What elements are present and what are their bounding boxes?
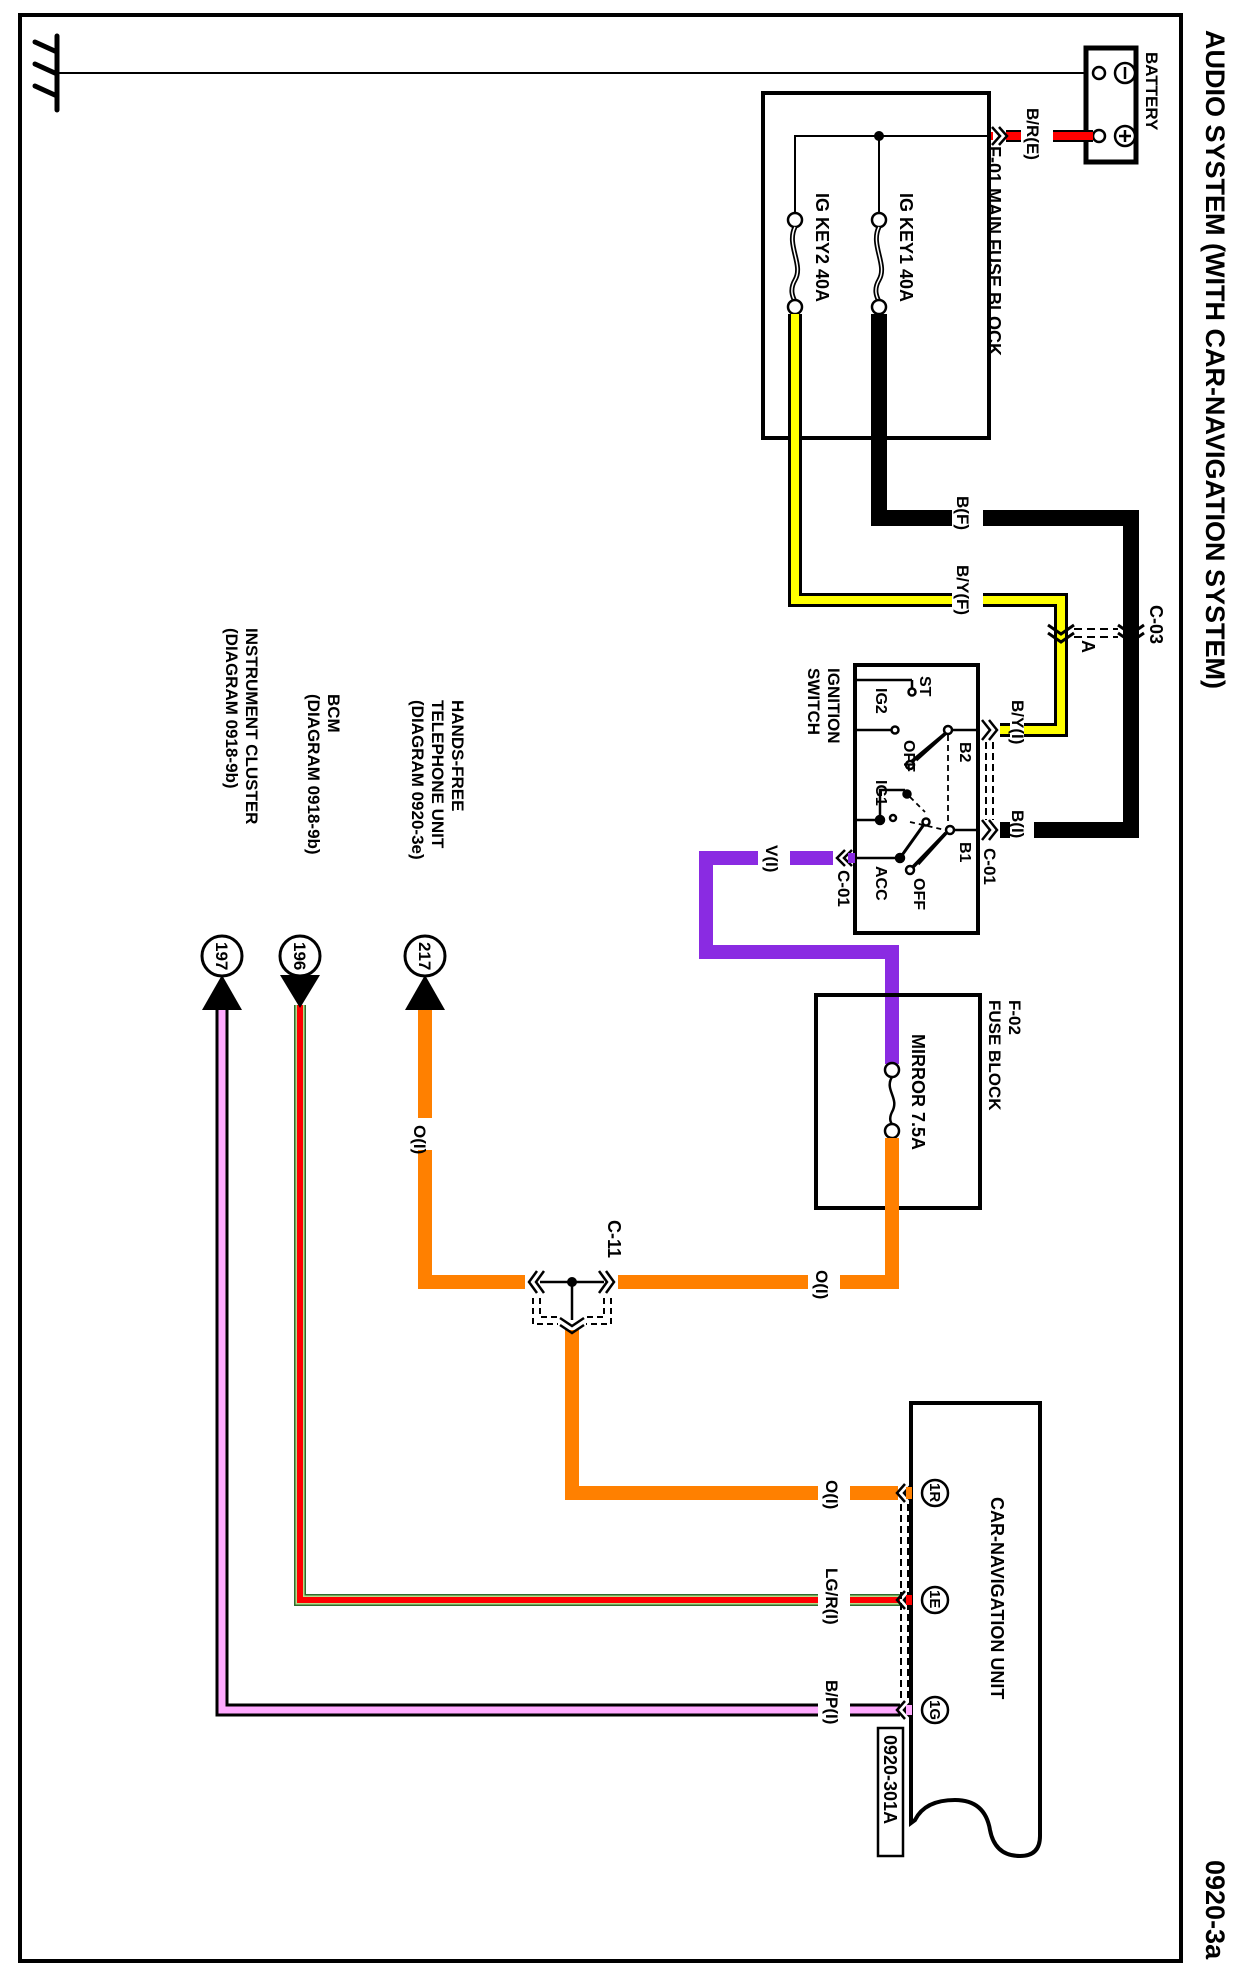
fuse-icon <box>883 1061 901 1140</box>
pin-1e: 1E <box>920 1585 950 1615</box>
pin-1r: 1R <box>920 1478 950 1508</box>
bcm-label-2: (DIAGRAM 0918-9b) <box>304 694 323 855</box>
instrument-cluster-label-2: (DIAGRAM 0918-9b) <box>222 628 241 789</box>
svg-text:217: 217 <box>415 942 434 970</box>
fuse-ig-key1-label: IG KEY1 40A <box>896 193 916 302</box>
connector-c01-bottom-label: C-01 <box>834 870 853 907</box>
figure-code: 0920-301A <box>880 1735 900 1824</box>
battery-negative-icon <box>1113 61 1137 85</box>
fuse-icon <box>870 211 888 316</box>
hands-free-label-3: (DIAGRAM 0920-3e) <box>408 700 427 860</box>
hands-free-label-2: TELEPHONE UNIT <box>428 700 447 849</box>
fuse-ig-key2-label: IG KEY2 40A <box>812 193 832 302</box>
wire-label-bp-i: B/P(I) <box>822 1680 841 1724</box>
battery-positive-icon <box>1113 124 1137 148</box>
figure-code-box <box>876 1726 905 1858</box>
ground-icon <box>32 33 60 113</box>
connector-chevron-icon <box>981 719 999 741</box>
wire-v-i-b <box>699 851 899 1064</box>
page-id: 0920-3a <box>1200 1860 1230 1960</box>
ignition-switch <box>853 663 980 935</box>
arrow-up-icon <box>405 975 445 1010</box>
arrow-up-icon <box>202 975 242 1010</box>
connector-c01-top-label: C-01 <box>980 848 999 885</box>
switch-terminal-b1: B1 <box>956 842 973 863</box>
svg-text:197: 197 <box>212 942 231 970</box>
fuse-icon <box>786 211 804 316</box>
wire-label-b-f: B(F) <box>953 496 972 530</box>
car-navigation-unit-label: CAR-NAVIGATION UNIT <box>987 1497 1007 1699</box>
battery-label: BATTERY <box>1142 52 1161 131</box>
fuse-block-f02-label-2: FUSE BLOCK <box>985 1000 1004 1111</box>
ref-197: 197 <box>200 934 244 1010</box>
svg-text:1E: 1E <box>926 1590 943 1608</box>
wire-label-o-i-nav: O(I) <box>822 1480 841 1509</box>
svg-text:196: 196 <box>290 942 309 970</box>
ignition-switch-label-2: SWITCH <box>804 668 823 735</box>
wire-label-b-i: B(I) <box>1008 810 1027 838</box>
connector-c03-label: C-03 <box>1146 605 1166 644</box>
wire-o-i-nav <box>565 1330 818 1500</box>
wire-label-v-i: V(I) <box>762 845 781 872</box>
junction-dot <box>874 131 884 141</box>
main-fuse-block-label: F-01 MAIN FUSE BLOCK <box>984 146 1004 356</box>
pin-1g: 1G <box>920 1695 950 1725</box>
wire-label-br-e: B/R(E) <box>1023 108 1042 160</box>
connector-c11-label: C-11 <box>604 1220 624 1258</box>
wire-b-f <box>871 314 952 526</box>
wire-o-i-left <box>418 1150 525 1289</box>
diagram-frame <box>18 13 1183 1963</box>
connector-c03-pin-label: A <box>1078 640 1098 653</box>
connector-chevron-icon <box>835 849 853 867</box>
arrow-down-icon <box>280 975 320 1008</box>
car-navigation-unit <box>909 1401 1042 1859</box>
switch-terminal-st: ST <box>916 676 933 697</box>
switch-terminal-off-bottom: OFF <box>910 878 927 910</box>
wire-label-o-i-left: O(I) <box>410 1125 429 1154</box>
switch-terminal-ig1: IG1 <box>872 780 889 806</box>
switch-terminal-acc: ACC <box>872 866 889 901</box>
battery <box>1083 45 1139 165</box>
ref-196: 196 <box>278 934 322 1008</box>
bcm-label-1: BCM <box>324 694 343 733</box>
svg-text:1R: 1R <box>926 1483 943 1502</box>
svg-text:1G: 1G <box>926 1700 943 1720</box>
hands-free-label-1: HANDS-FREE <box>448 700 467 811</box>
ignition-switch-label-1: IGNITION <box>824 668 843 744</box>
diagram-title: AUDIO SYSTEM (WITH CAR-NAVIGATION SYSTEM… <box>1200 30 1230 689</box>
wire-b-i <box>983 510 1139 838</box>
connector-chevron-icon <box>991 126 1009 146</box>
connector-chevron-icon <box>981 819 999 841</box>
junction-dot <box>567 1277 577 1287</box>
wire-o-i-top <box>840 1138 899 1289</box>
instrument-cluster-label-1: INSTRUMENT CLUSTER <box>242 628 261 824</box>
fuse-block-f02-label-1: F-02 <box>1005 1000 1024 1035</box>
connector-chevron-icon <box>895 1700 913 1720</box>
wire-label-by-f: B/Y(F) <box>953 565 972 615</box>
connector-chevron-icon <box>895 1590 913 1610</box>
wire-label-lgr-i: LG/R(I) <box>822 1568 841 1625</box>
switch-terminal-ig2: IG2 <box>872 688 889 714</box>
ref-217: 217 <box>403 934 447 1010</box>
connector-c03 <box>1047 623 1145 644</box>
fuse-mirror-label: MIRROR 7.5A <box>908 1034 928 1150</box>
switch-terminal-off-top: OFF <box>900 740 917 772</box>
wire-label-by-i: B/Y(I) <box>1008 700 1027 744</box>
switch-contacts <box>855 678 978 876</box>
wire-label-o-i-top: O(I) <box>812 1270 831 1299</box>
switch-terminal-b2: B2 <box>956 742 973 763</box>
